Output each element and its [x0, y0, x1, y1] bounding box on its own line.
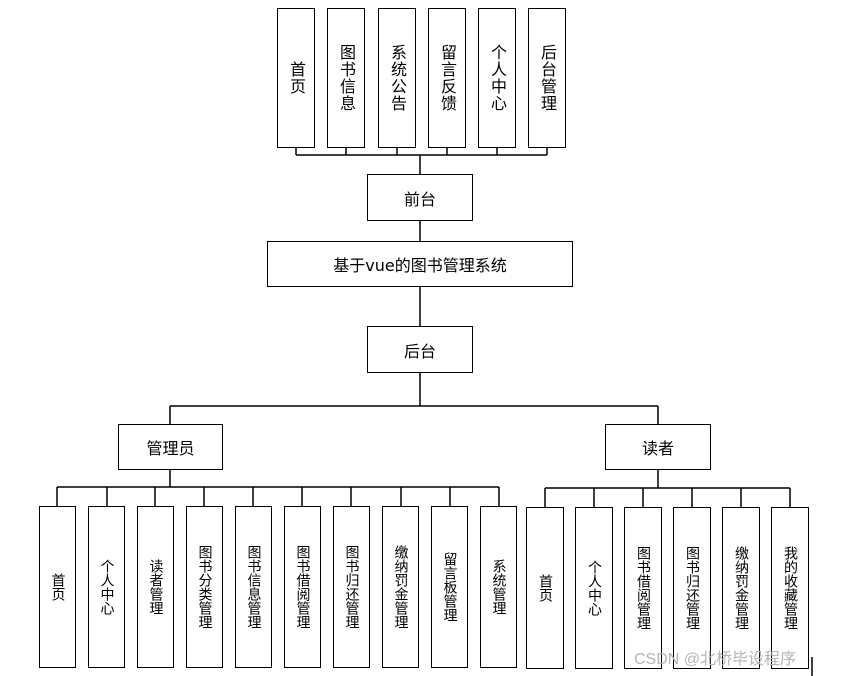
frontend-item-feedback: 留言反馈 [428, 8, 466, 148]
admin-item-fine-management: 缴纳罚金管理 [382, 506, 419, 668]
reader-item-fine-management: 缴纳罚金管理 [722, 507, 760, 669]
admin-item-return-management: 图书归还管理 [333, 506, 370, 668]
watermark-text: CSDN @北桥毕设程序 [634, 651, 797, 668]
admin-node: 管理员 [118, 424, 223, 470]
admin-item-message-board-management: 留言板管理 [431, 506, 468, 668]
system-title-node: 基于vue的图书管理系统 [267, 241, 573, 287]
reader-item-return-management: 图书归还管理 [673, 507, 711, 669]
reader-node: 读者 [605, 424, 711, 470]
reader-item-favorites-management: 我的收藏管理 [771, 507, 809, 669]
frontend-item-backend-admin: 后台管理 [528, 8, 566, 148]
admin-item-book-info-management: 图书信息管理 [235, 506, 272, 668]
admin-item-reader-management: 读者管理 [137, 506, 174, 668]
frontend-node: 前台 [367, 174, 473, 221]
reader-item-personal-center: 个人中心 [575, 507, 613, 669]
backend-node: 后台 [367, 326, 473, 373]
frontend-item-home: 首页 [277, 8, 315, 148]
admin-item-system-management: 系统管理 [480, 506, 517, 668]
reader-item-borrow-management: 图书借阅管理 [624, 507, 662, 669]
frontend-item-book-info: 图书信息 [327, 8, 365, 148]
frontend-item-announcements: 系统公告 [378, 8, 416, 148]
admin-item-home: 首页 [39, 506, 76, 668]
reader-item-home: 首页 [526, 507, 564, 669]
admin-item-personal-center: 个人中心 [88, 506, 125, 668]
admin-item-category-management: 图书分类管理 [186, 506, 223, 668]
admin-item-borrow-management: 图书借阅管理 [284, 506, 321, 668]
frontend-item-personal-center: 个人中心 [478, 8, 516, 148]
